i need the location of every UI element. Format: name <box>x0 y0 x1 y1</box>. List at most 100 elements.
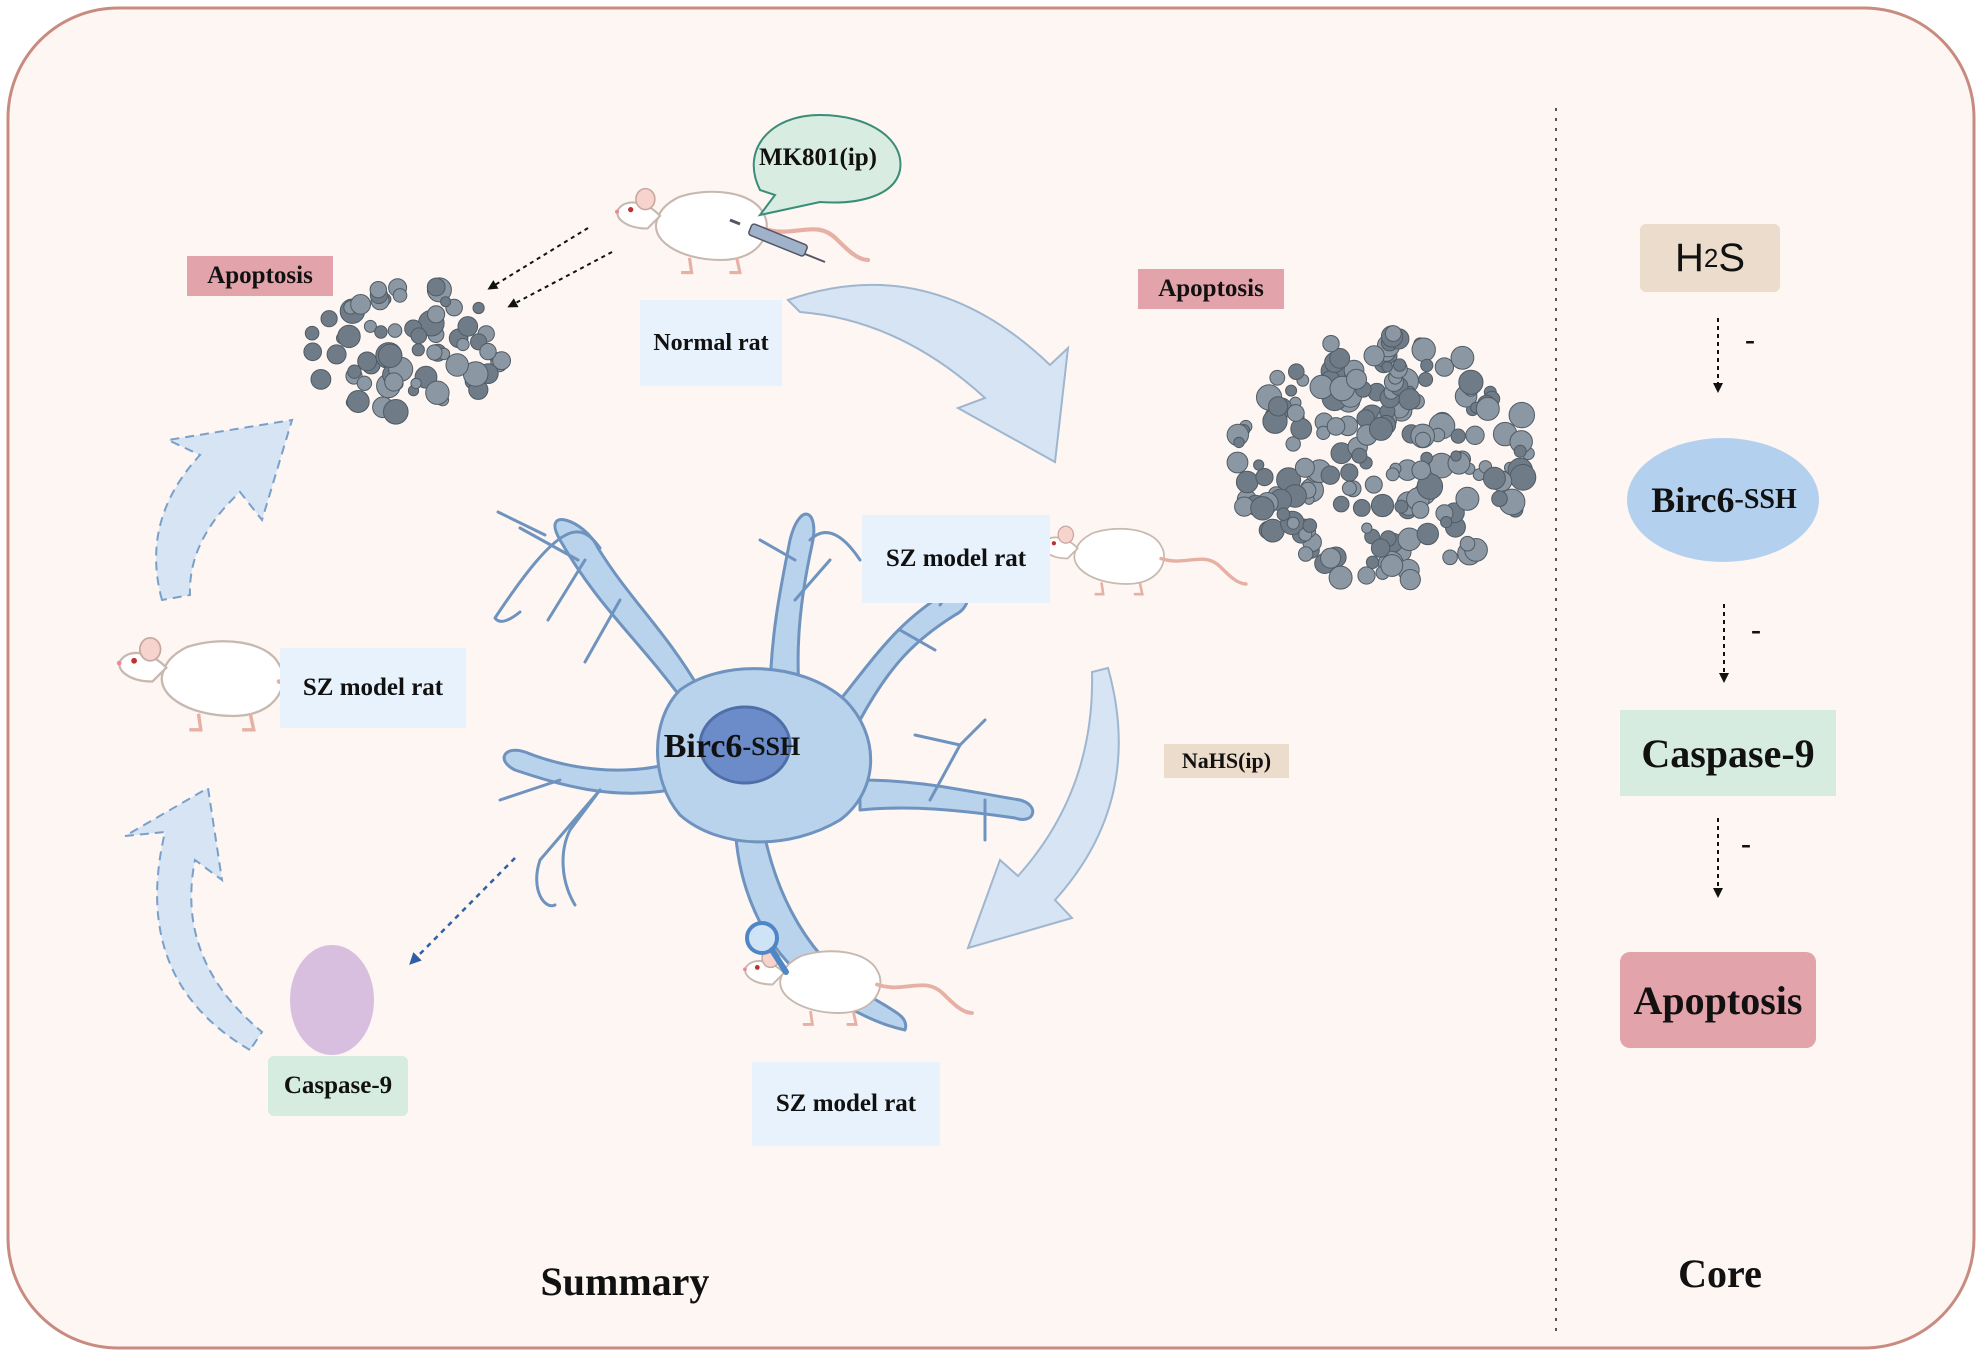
apoptotic-cell <box>1286 404 1305 422</box>
core-inhibit-sign-1: - <box>1745 323 1755 356</box>
apoptotic-cell <box>1286 516 1300 530</box>
apoptotic-cell <box>1298 546 1314 562</box>
apoptotic-cell <box>1340 463 1359 482</box>
apoptotic-cell <box>387 323 403 338</box>
apoptotic-cell <box>472 301 485 315</box>
apoptotic-cell <box>1233 436 1245 449</box>
apoptotic-cell <box>1455 486 1480 511</box>
apoptotic-cell <box>1385 467 1400 482</box>
apoptotic-cell <box>350 294 372 315</box>
apoptotic-cell <box>1442 549 1458 566</box>
apoptotic-cell <box>1285 384 1298 397</box>
apoptotic-cell <box>310 369 332 390</box>
rat-illustrations <box>116 187 1248 1026</box>
sz-model-rat-left-label: SZ model rat <box>280 648 466 728</box>
apoptotic-cell <box>1351 447 1368 464</box>
apoptotic-cell <box>1332 495 1350 513</box>
apoptotic-cell <box>1465 425 1485 445</box>
dotted-arrow-1 <box>487 227 589 290</box>
apoptotic-cell <box>1320 465 1341 485</box>
nucleus <box>698 705 792 785</box>
apoptotic-cell <box>425 380 450 405</box>
apoptotic-cell <box>1414 431 1432 448</box>
apoptotic-cell <box>1450 450 1462 462</box>
neuron-birc6-base: Birc6 <box>663 728 743 765</box>
core-inhibit-sign-2: - <box>1751 613 1761 646</box>
apoptotic-cell <box>1285 436 1301 452</box>
apoptotic-cell <box>1268 396 1289 417</box>
apoptotic-cell <box>304 325 320 341</box>
core-inhibit-sign-3: - <box>1741 827 1751 860</box>
apoptosis-right-label: Apoptosis <box>1138 269 1284 309</box>
apoptotic-cell <box>1475 396 1500 421</box>
h2s-tail: S <box>1718 235 1746 280</box>
apoptotic-cell <box>1370 493 1395 518</box>
apoptotic-cell <box>1255 468 1274 487</box>
panel-background <box>6 6 1976 1350</box>
apoptotic-cell <box>1509 463 1537 491</box>
apoptotic-cell <box>410 327 428 345</box>
apoptotic-cell <box>1482 466 1506 490</box>
apoptotic-cell <box>369 281 387 299</box>
apoptotic-cell <box>392 288 408 303</box>
apoptotic-cell-cluster-right <box>1226 325 1537 591</box>
apoptotic-cell <box>384 372 404 392</box>
apoptotic-cell <box>410 377 422 390</box>
apoptotic-cell <box>347 364 362 379</box>
apoptotic-cell <box>1235 470 1259 494</box>
core-apoptosis-box: Apoptosis <box>1620 952 1816 1048</box>
apoptotic-cell <box>1226 451 1249 474</box>
apoptotic-cell <box>1440 516 1453 529</box>
apoptotic-cell <box>1253 459 1265 471</box>
apoptotic-cell <box>1357 566 1376 585</box>
nahs-label: NaHS(ip) <box>1164 744 1289 778</box>
apoptotic-cell <box>1288 363 1305 381</box>
apoptosis-left-label: Apoptosis <box>187 256 333 296</box>
apoptotic-cell <box>1369 416 1393 441</box>
apoptotic-cell <box>1459 535 1476 552</box>
apoptotic-cell <box>1394 499 1409 514</box>
apoptotic-cell <box>1365 555 1380 569</box>
apoptotic-cell <box>1328 565 1353 590</box>
apoptotic-cell <box>440 296 452 308</box>
apoptotic-cell <box>1380 554 1404 577</box>
apoptotic-cell <box>1250 496 1275 521</box>
apoptotic-cell <box>1491 490 1508 508</box>
sz-model-rat-bottom-label: SZ model rat <box>752 1062 940 1146</box>
apoptotic-cell-cluster-left <box>303 277 512 425</box>
apoptotic-cell <box>326 344 347 365</box>
apoptotic-cell <box>1320 547 1342 569</box>
h2s-base: H <box>1674 235 1704 280</box>
apoptotic-cell <box>411 343 425 357</box>
apoptotic-cell <box>1393 358 1407 372</box>
core-birc6-label: Birc6-SSH <box>1626 470 1822 530</box>
core-birc6-ellipse <box>1627 438 1819 562</box>
core-birc6-sup: -SSH <box>1734 484 1797 515</box>
apoptotic-cell <box>1416 522 1440 546</box>
apoptotic-cell <box>426 344 443 361</box>
apoptotic-cell <box>426 277 446 297</box>
apoptotic-cell <box>1411 501 1430 519</box>
apoptotic-cell <box>1381 361 1393 373</box>
core-title: Core <box>1678 1250 1762 1296</box>
apoptotic-cell <box>479 342 497 361</box>
apoptotic-cell <box>1302 518 1318 533</box>
apoptotic-cell <box>492 351 512 371</box>
apoptotic-cell <box>1450 428 1466 444</box>
apoptotic-cell <box>357 351 378 372</box>
apoptotic-cell <box>1346 368 1367 390</box>
apoptotic-cell <box>1458 369 1484 395</box>
apoptotic-cell <box>1384 325 1402 342</box>
normal-rat-label: Normal rat <box>640 300 782 386</box>
apoptotic-cell <box>320 310 338 328</box>
speech-bubble <box>752 113 902 217</box>
apoptotic-cell <box>1276 507 1291 522</box>
caspase-ellipse <box>290 945 374 1055</box>
apoptotic-cell <box>1326 417 1346 436</box>
apoptotic-cell <box>427 305 446 324</box>
apoptotic-cell <box>1420 358 1434 372</box>
rat-icon <box>743 947 974 1026</box>
curved-arrow-right <box>966 666 1120 950</box>
neuron-birc6-sup: -SSH <box>742 732 801 761</box>
apoptotic-cell <box>1352 499 1371 517</box>
